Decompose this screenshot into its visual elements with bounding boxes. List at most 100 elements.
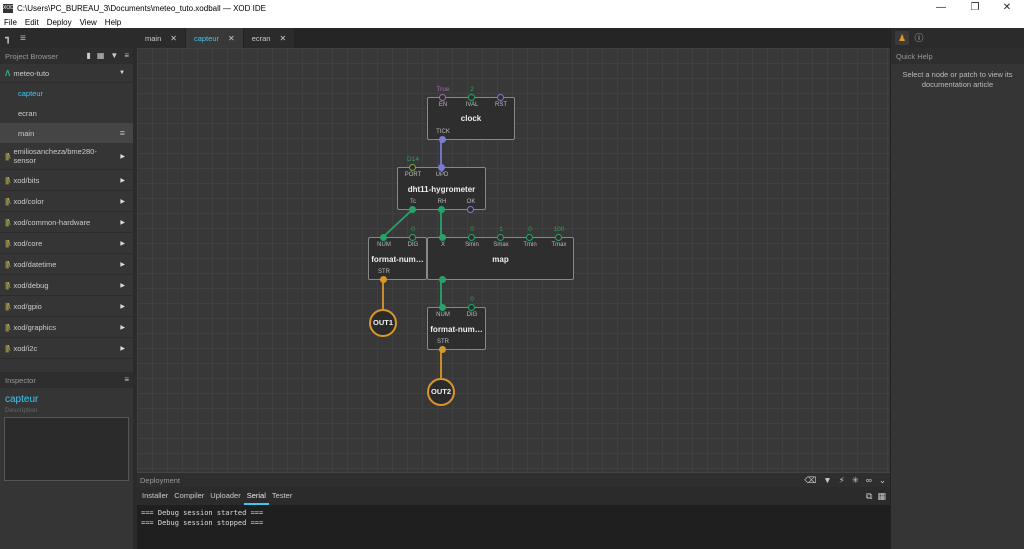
link-tc-num[interactable] (382, 209, 413, 238)
pin-num[interactable] (380, 234, 387, 241)
save-icon[interactable]: ▦ (877, 491, 886, 501)
pin-dig[interactable] (409, 234, 416, 241)
patch-item-capteur[interactable]: capteur (0, 83, 133, 103)
pin-tmin[interactable] (526, 234, 533, 241)
library-item[interactable]: |||\xod/datetime▶ (0, 254, 133, 275)
library-item[interactable]: |||\xod/graphics▶ (0, 317, 133, 338)
chevron-right-icon: ▶ (120, 198, 125, 205)
eraser-icon[interactable]: ⌫ (804, 475, 817, 485)
pin-port[interactable] (409, 164, 416, 171)
filter-icon[interactable]: ▼ (823, 475, 832, 485)
new-patch-icon[interactable]: ▮ (86, 51, 91, 60)
menu-deploy[interactable]: Deploy (46, 17, 72, 27)
flash-icon[interactable]: ⚡ (838, 475, 845, 485)
chevron-right-icon: ▶ (120, 324, 125, 331)
patch-item-main[interactable]: main≡ (0, 123, 133, 143)
pin-tick[interactable] (439, 136, 446, 143)
pin-tc[interactable] (409, 206, 416, 213)
link-icon[interactable]: ∞ (865, 475, 872, 485)
app-icon: XOD (3, 3, 14, 13)
menu-edit[interactable]: Edit (24, 17, 39, 27)
pin-str[interactable] (380, 276, 387, 283)
tab-capteur[interactable]: capteur✕ (185, 28, 244, 48)
close-icon[interactable]: ✕ (279, 33, 287, 43)
clock-node[interactable]: True 2 EN IVAL RST clock TICK (427, 86, 515, 143)
description-field[interactable] (4, 417, 129, 481)
patch-canvas[interactable]: True 2 EN IVAL RST clock TICK D14 PORT U… (137, 48, 890, 472)
library-item[interactable]: |||\xod/common-hardware▶ (0, 212, 133, 233)
patch-item-ecran[interactable]: ecran (0, 103, 133, 123)
pin-ok[interactable] (467, 206, 474, 213)
tab-installer[interactable]: Installer (142, 491, 169, 500)
pin-smax[interactable] (497, 234, 504, 241)
close-window-icon[interactable]: ✕ (1002, 2, 1012, 13)
pin-label: RH (437, 199, 447, 205)
library-item[interactable]: |||\xod/i2c▶ (0, 338, 133, 359)
tab-compiler[interactable]: Compiler (174, 491, 205, 500)
map-node[interactable]: 0 1 0 100 X Smin Smax Tmin Tmax map (427, 226, 574, 283)
output-node-out1[interactable]: OUT1 (369, 309, 397, 337)
debug-icon[interactable]: ✳ (851, 475, 859, 485)
sliders-icon[interactable]: ≡ (20, 32, 26, 44)
pin-label: EN (438, 102, 448, 108)
pin-upd[interactable] (438, 164, 445, 171)
library-item[interactable]: |||\xod/color▶ (0, 191, 133, 212)
pin-value: 0 (470, 226, 474, 233)
menu-icon[interactable]: ≡ (124, 51, 129, 60)
serial-console[interactable]: === Debug session started === === Debug … (137, 505, 890, 549)
patch-menu-icon[interactable]: ≡ (119, 128, 125, 138)
pin-label: IVAL (465, 102, 479, 108)
pin-num[interactable] (439, 304, 446, 311)
inspector-menu-icon[interactable]: ≡ (124, 375, 129, 384)
close-icon[interactable]: ✕ (170, 33, 177, 43)
pin-label: OK (466, 199, 476, 205)
pin-rh[interactable] (438, 206, 445, 213)
pin-dig[interactable] (468, 304, 475, 311)
project-tree-icon[interactable]: ┓ (5, 32, 12, 44)
library-item[interactable]: |||\xod/debug▶ (0, 275, 133, 296)
tab-main[interactable]: main✕ (137, 28, 186, 48)
tab-tester[interactable]: Tester (271, 491, 293, 500)
pin-str[interactable] (439, 346, 446, 353)
pin-rst[interactable] (497, 94, 504, 101)
node-title: format-num… (371, 255, 424, 264)
chevron-right-icon: ▶ (120, 219, 125, 226)
minimize-icon[interactable]: — (936, 2, 946, 13)
pin-en[interactable] (439, 94, 446, 101)
inspector-header: Inspector ≡ (0, 372, 133, 388)
pin-value: 100 (553, 226, 565, 233)
format-number-node-1[interactable]: 0 NUM DIG format-num… STR (368, 226, 427, 283)
library-item[interactable]: |||\xod/gpio▶ (0, 296, 133, 317)
menu-view[interactable]: View (79, 17, 97, 27)
chevron-right-icon: ▶ (120, 261, 125, 268)
pin-ival[interactable] (468, 94, 475, 101)
inspector-patch-name: capteur (5, 394, 39, 405)
format-number-node-2[interactable]: 0 NUM DIG format-num… STR (427, 296, 486, 353)
library-item[interactable]: |||\emiliosancheza/bme280-sensor▶ (0, 143, 133, 170)
user-icon[interactable]: ♟ (895, 31, 909, 45)
menu-help[interactable]: Help (104, 17, 122, 27)
help-icon[interactable]: ⓘ (914, 33, 924, 43)
tab-ecran[interactable]: ecran✕ (243, 28, 296, 48)
filter-icon[interactable]: ▼ (110, 51, 119, 60)
pin-tmax[interactable] (555, 234, 562, 241)
restore-icon[interactable]: ❐ (970, 2, 980, 13)
library-item[interactable]: |||\xod/bits▶ (0, 170, 133, 191)
chevron-down-icon[interactable]: ⌄ (878, 475, 886, 485)
dht11-hygrometer-node[interactable]: D14 PORT UPD dht11-hygrometer Tc RH OK (397, 156, 486, 213)
menu-file[interactable]: File (4, 17, 17, 27)
project-row[interactable]: Λ meteo-tuto ▼ (0, 64, 133, 83)
close-icon[interactable]: ✕ (228, 33, 235, 43)
tab-serial[interactable]: Serial (243, 487, 269, 505)
pin-x[interactable] (439, 234, 446, 241)
library-item[interactable]: |||\xod/core▶ (0, 233, 133, 254)
tab-uploader[interactable]: Uploader (210, 491, 241, 500)
copy-icon[interactable]: ⧉ (866, 491, 873, 501)
project-browser-header: Project Browser ▮ ▦ ▼ ≡ (0, 48, 133, 64)
add-library-icon[interactable]: ▦ (96, 51, 105, 60)
pin-smin[interactable] (468, 234, 475, 241)
output-node-out2[interactable]: OUT2 (427, 378, 455, 406)
pin-label: Tc (410, 199, 416, 205)
pin-map-out[interactable] (439, 276, 446, 283)
links-layer (382, 140, 442, 378)
